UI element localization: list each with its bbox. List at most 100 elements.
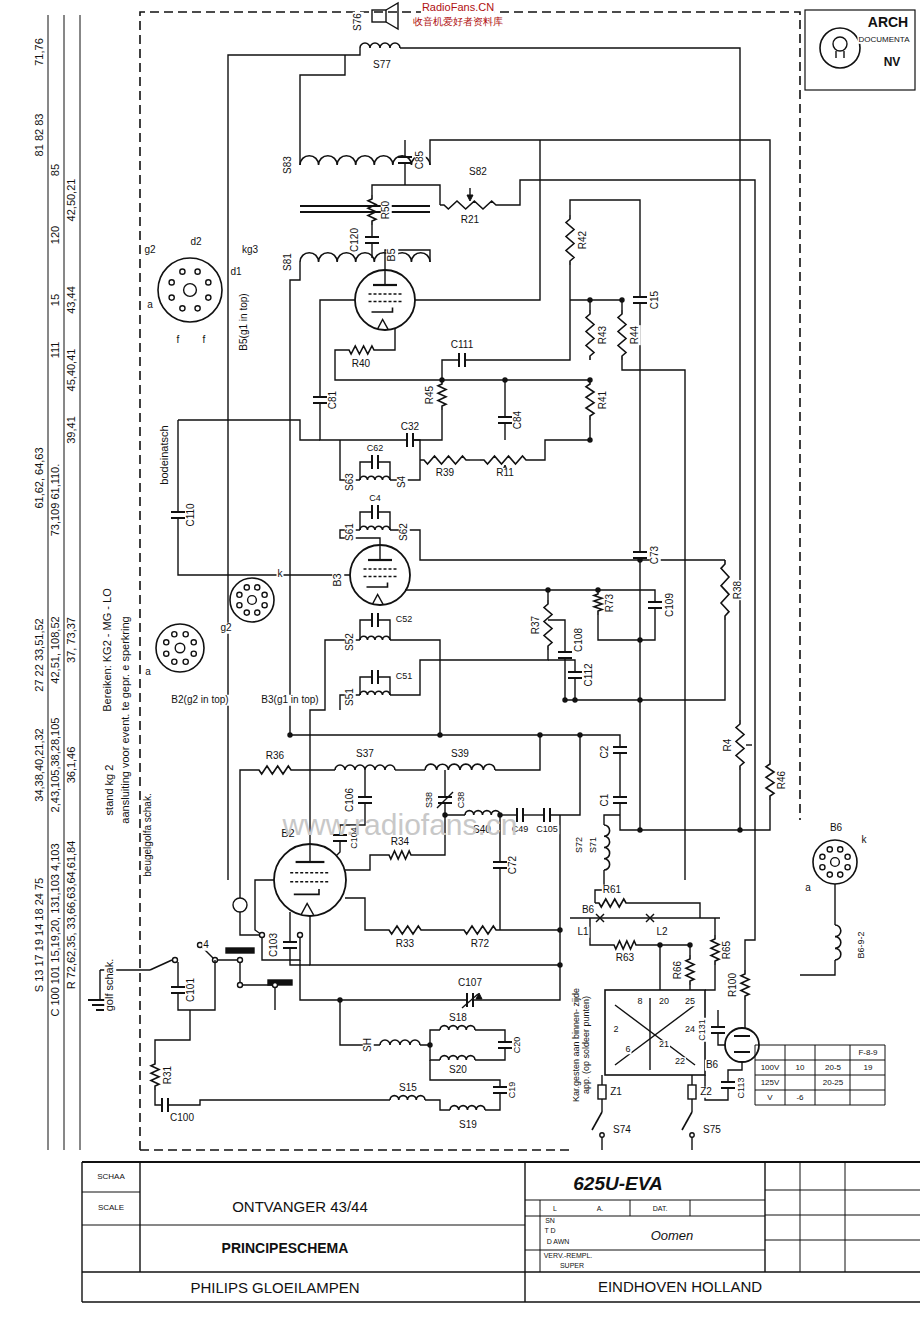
wire xyxy=(378,620,390,640)
note-text: golf schak. xyxy=(104,958,116,1013)
wire xyxy=(240,912,262,935)
part-label: R39 xyxy=(435,468,455,479)
part-label: S18 xyxy=(448,1013,468,1024)
title-block-rule xyxy=(524,1162,525,1302)
parts-list-cell: 36,1,46 xyxy=(66,746,78,785)
switch-contact xyxy=(260,933,265,938)
part-label: S83 xyxy=(283,155,294,175)
wire xyxy=(378,462,390,480)
parts-list-cell: 120 xyxy=(50,225,62,245)
variable-capacitor-arrow xyxy=(462,994,478,1008)
part-label: S77 xyxy=(372,60,392,71)
part-label: C105 xyxy=(535,825,559,834)
part-label: S38 xyxy=(425,791,434,809)
wire xyxy=(340,1000,380,1045)
socket-pin xyxy=(827,847,832,852)
part-label: SH xyxy=(363,1037,374,1053)
parts-list-cell: 73,109 61,110. xyxy=(50,463,62,538)
wire xyxy=(475,1048,505,1060)
note-text: aansluiting voor event. te gepr. e sperk… xyxy=(120,615,132,824)
wire xyxy=(601,1137,602,1150)
part-label: R45 xyxy=(425,385,436,405)
part-label: L1 xyxy=(576,927,589,938)
junction-dot xyxy=(503,378,507,382)
socket-pin xyxy=(244,610,249,615)
arrow-head xyxy=(476,993,482,999)
wire xyxy=(800,960,835,975)
title-block-rule xyxy=(82,1161,920,1163)
part-label: R40 xyxy=(351,359,371,370)
wire xyxy=(691,1099,692,1112)
switch-contact xyxy=(600,1133,604,1137)
socket-key xyxy=(184,284,197,297)
junction-dot xyxy=(588,438,592,442)
contact-number: 21 xyxy=(658,1040,670,1049)
resistor-symbol xyxy=(766,760,774,800)
pin-label: kg3 xyxy=(241,245,259,256)
wire xyxy=(404,163,405,185)
junction-dot xyxy=(538,733,542,737)
tube-label: B3 xyxy=(332,572,344,587)
title-block-rule xyxy=(690,1200,691,1216)
wire xyxy=(485,1093,500,1110)
socket-pin xyxy=(838,847,843,852)
table-rule xyxy=(755,1060,885,1061)
socket-pin xyxy=(262,603,267,608)
wire xyxy=(430,1045,440,1060)
tube-socket xyxy=(230,578,274,622)
parts-list-cell: 43,44 xyxy=(66,285,78,315)
contact-number: 22 xyxy=(674,1057,686,1066)
wire xyxy=(499,868,500,930)
wire xyxy=(504,423,505,440)
title-block-text: D AWN xyxy=(546,1238,571,1245)
socket-pin xyxy=(255,585,260,590)
wire xyxy=(640,945,690,955)
part-label: R36 xyxy=(265,751,285,762)
socket-pin xyxy=(845,854,850,859)
title-block-text: DAT. xyxy=(652,1205,669,1212)
capacitor-plate xyxy=(633,551,647,553)
wire xyxy=(215,960,275,1010)
switch-contact xyxy=(298,933,303,938)
wire xyxy=(360,462,372,480)
parts-list-cell: 15 xyxy=(50,293,62,307)
wire xyxy=(390,650,548,695)
part-label: C32 xyxy=(400,422,420,433)
part-label: R21 xyxy=(460,215,480,226)
part-label: S72 xyxy=(575,836,584,854)
coil-symbol xyxy=(604,825,610,870)
socket-pin xyxy=(164,651,169,656)
tube-grid xyxy=(290,872,330,873)
mains-switch xyxy=(592,1112,602,1130)
wire xyxy=(371,225,372,237)
capacitor-plate xyxy=(613,796,627,798)
table-cell: 20-25 xyxy=(822,1079,844,1087)
wire xyxy=(615,1005,695,1065)
socket-pin xyxy=(262,592,267,597)
junction-dot xyxy=(558,963,562,967)
wire xyxy=(168,1100,390,1105)
title-block-rule xyxy=(81,1162,82,1302)
pin-label: k xyxy=(277,569,284,580)
fuse-mark xyxy=(646,914,654,922)
switch-bar xyxy=(226,948,254,953)
transformer-core xyxy=(300,211,430,213)
tube-grid xyxy=(364,568,397,569)
pin-label: a xyxy=(146,300,154,311)
part-label: R50 xyxy=(381,200,392,220)
wire xyxy=(639,558,640,830)
title-block-rule xyxy=(82,1192,140,1193)
title-block-rule xyxy=(525,1216,765,1217)
capacitor-plate xyxy=(543,808,545,822)
tube-socket xyxy=(156,624,204,672)
title-block-rule xyxy=(800,1162,801,1272)
socket-pin xyxy=(827,872,832,877)
parts-list-cell: 42,50,21 xyxy=(66,178,78,223)
table-cell: 125V xyxy=(760,1079,781,1087)
wire xyxy=(320,300,355,397)
part-label: R41 xyxy=(598,390,609,410)
title-block-rule xyxy=(82,1225,525,1226)
wire xyxy=(360,620,372,640)
tube-heater xyxy=(301,903,314,915)
watermark: RadioFans.CN xyxy=(421,2,495,14)
